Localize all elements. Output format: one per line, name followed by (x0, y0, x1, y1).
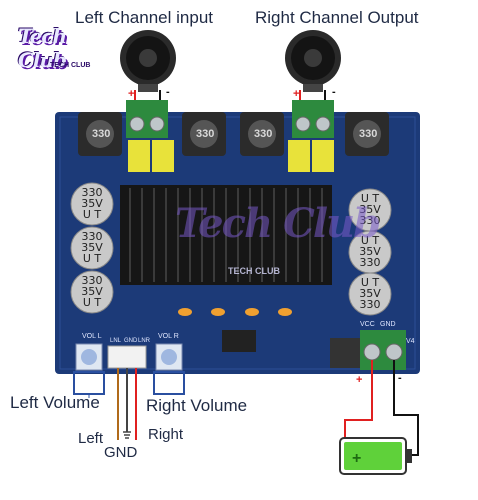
electrolytic-cap-l3 (70, 270, 114, 314)
label-left-channel-input: Left Channel input (75, 8, 213, 27)
electrolytic-cap-l2 (70, 226, 114, 270)
pcb-mark-plus-power: + (356, 374, 363, 386)
pcb-mark-plus-left: + (128, 88, 135, 100)
pcb-mark-minus-right: - (332, 86, 336, 98)
logo-subtext: TECH CLUB (50, 62, 91, 69)
pcb-mark-lnr: LNR (138, 338, 151, 344)
label-left: Left (78, 430, 104, 447)
heatsink (120, 185, 332, 285)
inductor-text-3: 330 (254, 128, 273, 140)
right-speaker-icon (285, 30, 341, 92)
inductor-4 (345, 112, 389, 156)
label-right: Right (148, 426, 184, 443)
pcb-mark-vol-r: VOL R (158, 333, 179, 340)
pcb-mark-gnd: GND (124, 338, 138, 344)
ic-chip (222, 330, 256, 352)
inductor-text-1: 330 (92, 128, 111, 140)
film-cap-3 (288, 140, 310, 172)
film-cap-1 (128, 140, 150, 172)
input-connector (107, 345, 147, 369)
film-cap-2 (152, 140, 174, 172)
watermark-text: Tech Club (175, 200, 381, 247)
left-speaker-icon (120, 30, 176, 92)
left-speaker-terminal (126, 100, 168, 138)
battery-icon: + (339, 437, 412, 475)
tech-club-logo: Tech Club TECH CLUB (10, 22, 91, 76)
right-speaker-terminal (292, 100, 334, 138)
right-volume-knob (155, 343, 183, 371)
label-right-channel-output: Right Channel Output (255, 8, 419, 27)
left-volume-knob (75, 343, 103, 371)
pcb-mark-minus-power: - (398, 372, 402, 384)
pcb-mark-vol-l: VOL L (82, 333, 102, 340)
electrolytic-cap-r3 (348, 272, 392, 316)
inductor-text-4: 330 (359, 128, 378, 140)
film-cap-4 (312, 140, 334, 172)
label-right-volume: Right Volume (146, 396, 248, 415)
inductor-3 (240, 112, 284, 156)
pcb-mark-minus-left: - (166, 86, 170, 98)
inductor-text-2: 330 (196, 128, 215, 140)
inductor-2 (182, 112, 226, 156)
electrolytic-cap-l1 (70, 182, 114, 226)
logo-text: Tech Club (18, 24, 67, 72)
watermark-subtext: TECH CLUB (228, 266, 280, 276)
power-terminal (360, 330, 406, 370)
inductor-1 (78, 112, 122, 156)
label-left-volume: Left Volume (10, 393, 100, 412)
label-gnd: GND (104, 444, 138, 461)
pcb-mark-lnl: LNL (110, 338, 122, 344)
voltage-regulator (330, 338, 360, 368)
pcb-mark-plus-right: + (293, 88, 300, 100)
svg-text:+: + (352, 450, 361, 467)
pcb-mark-gnd2: GND (380, 321, 396, 328)
pcb-mark-v4: V4 (406, 338, 415, 345)
pcb-mark-vcc: VCC (360, 321, 375, 328)
